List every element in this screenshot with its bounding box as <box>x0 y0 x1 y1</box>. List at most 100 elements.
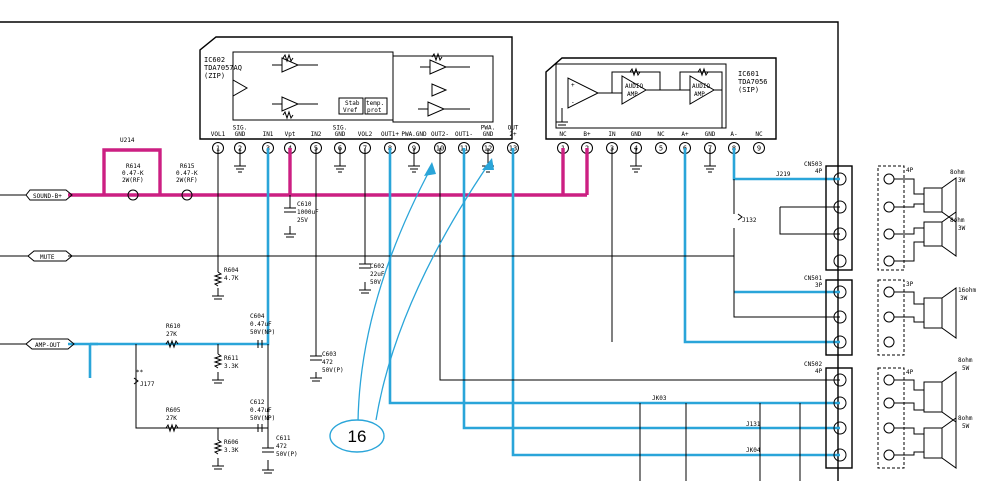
svg-text:R611: R611 <box>224 355 239 362</box>
ic602-pin-12-label: GND <box>483 131 494 138</box>
svg-text:C610: C610 <box>297 201 312 208</box>
svg-text:25V: 25V <box>297 217 308 224</box>
svg-text:C602: C602 <box>370 263 385 270</box>
svg-text:AMP-OUT: AMP-OUT <box>35 342 61 349</box>
ic602-ref: IC602 <box>204 56 225 64</box>
svg-text:22uF: 22uF <box>370 271 385 278</box>
svg-text:J131: J131 <box>746 421 761 428</box>
svg-text:50V(P): 50V(P) <box>322 367 344 374</box>
svg-text:27K: 27K <box>166 331 177 338</box>
ic601-part: TDA7056 <box>738 78 768 86</box>
ic602-pin-9-label: PWA.GND <box>401 131 427 138</box>
svg-text:U214: U214 <box>120 137 135 144</box>
svg-text:8ohm: 8ohm <box>950 169 965 176</box>
ic602-pin-10-label: OUT2- <box>431 131 449 138</box>
out1-plus <box>388 148 840 405</box>
svg-text:R614: R614 <box>126 163 141 170</box>
callout-16: 16 <box>329 158 494 453</box>
svg-text:C612: C612 <box>250 399 265 406</box>
ic601-pin-9-circle <box>753 142 765 154</box>
ic601-body <box>545 57 777 140</box>
ic601-ref: IC601 <box>738 70 759 78</box>
svg-text:472: 472 <box>322 359 333 366</box>
ic602-pin-12-label: PWA. <box>481 125 495 132</box>
ic602-pin-3-label: IN1 <box>263 131 274 138</box>
svg-text:3P: 3P <box>815 282 823 289</box>
ic601-pin-9-label: NC <box>755 131 763 138</box>
ic601: IC601 TDA7056 (SIP) + - AUDIO AMP AUDIO … <box>545 57 777 154</box>
svg-text:MUTE: MUTE <box>40 254 55 261</box>
ic602-block-stab: Stab <box>345 100 360 107</box>
ic601-pin-5-circle <box>655 142 667 154</box>
svg-text:C611: C611 <box>276 435 291 442</box>
svg-text:50V: 50V <box>370 279 381 286</box>
svg-text:8ohm: 8ohm <box>958 357 973 364</box>
ic602-pin-2-label: SIG. <box>233 125 247 132</box>
svg-text:5W: 5W <box>962 365 970 372</box>
svg-text:50V(P): 50V(P) <box>276 451 298 458</box>
svg-text:JK03: JK03 <box>652 395 667 402</box>
ic602-block-vref: Vref <box>343 107 358 114</box>
svg-text:5W: 5W <box>962 423 970 430</box>
ic602-pin-11-label: OUT1- <box>455 131 473 138</box>
svg-text:3.3K: 3.3K <box>224 447 239 454</box>
svg-text:2W(RF): 2W(RF) <box>176 177 198 184</box>
ic602-pin-6-label: SIG. <box>333 125 347 132</box>
ic601-pin-4-label: GND <box>631 131 642 138</box>
ic602-pin-4-label: Vpt <box>285 131 296 138</box>
svg-text:0.47-K: 0.47-K <box>176 170 198 177</box>
ic602: IC602 TDA7057AQ (ZIP) Stab Vref temp. pr… <box>199 36 519 154</box>
ic602-pin-2-label: GND <box>235 131 246 138</box>
connector-cn501: CN501 3P <box>804 275 853 356</box>
connector-cn502: CN502 4P <box>804 361 853 469</box>
svg-text:AMP: AMP <box>694 91 705 98</box>
out2-plus <box>511 148 840 457</box>
callout-number: 16 <box>348 427 367 446</box>
svg-text:50V(NP): 50V(NP) <box>250 329 275 336</box>
ic601-pin-3-label: IN <box>608 131 616 138</box>
svg-text:4.7K: 4.7K <box>224 275 239 282</box>
ic601-amp1-label: AUDIO <box>625 83 643 90</box>
u214-bypass <box>102 148 162 195</box>
svg-text:JK04: JK04 <box>746 447 761 454</box>
svg-text:R615: R615 <box>180 163 195 170</box>
ic601-pin-5-number: 5 <box>659 145 663 153</box>
callout-bubble <box>329 419 385 453</box>
out1-minus <box>462 148 840 430</box>
ic602-pin-7-label: VOL2 <box>358 131 373 138</box>
ic602-body <box>199 36 513 140</box>
ic601-a-plus <box>683 148 840 344</box>
ic602-pkg: (ZIP) <box>204 72 225 80</box>
svg-text:0.47uF: 0.47uF <box>250 407 272 414</box>
ic601-pin-2-label: B+ <box>583 131 591 138</box>
svg-text:27K: 27K <box>166 415 177 422</box>
ic601-amp2-label: AUDIO <box>692 83 710 90</box>
sound-b-tag: SOUND-B+ <box>0 189 73 201</box>
ic601-pin-9-number: 9 <box>757 145 761 153</box>
connector-cn503: CN503 4P <box>804 161 853 271</box>
svg-text:3P: 3P <box>906 281 914 288</box>
audio-in-line <box>68 148 270 346</box>
mute-tag: MUTE <box>0 250 73 262</box>
ic602-pin-5-label: IN2 <box>311 131 322 138</box>
ic602-block-prot: prot <box>367 107 382 114</box>
ic601-pkg: (SIP) <box>738 86 759 94</box>
ic601-pin-7-label: GND <box>705 131 716 138</box>
svg-text:472: 472 <box>276 443 287 450</box>
svg-text:R604: R604 <box>224 267 239 274</box>
ic602-pin-1-label: VOL1 <box>211 131 226 138</box>
ic602-pin-6-label: GND <box>335 131 346 138</box>
svg-text:CN503: CN503 <box>804 161 822 168</box>
svg-text:J219: J219 <box>776 171 791 178</box>
sound-b-rail <box>68 148 589 197</box>
svg-text:2W(RF): 2W(RF) <box>122 177 144 184</box>
svg-text:C604: C604 <box>250 313 265 320</box>
svg-text:4P: 4P <box>815 168 823 175</box>
svg-text:0.47uF: 0.47uF <box>250 321 272 328</box>
svg-text:3W: 3W <box>958 177 966 184</box>
ic602-pin-13-label: 2+ <box>509 131 517 138</box>
svg-text:8ohm: 8ohm <box>950 217 965 224</box>
svg-text:8ohm: 8ohm <box>958 415 973 422</box>
svg-text:J132: J132 <box>742 217 757 224</box>
